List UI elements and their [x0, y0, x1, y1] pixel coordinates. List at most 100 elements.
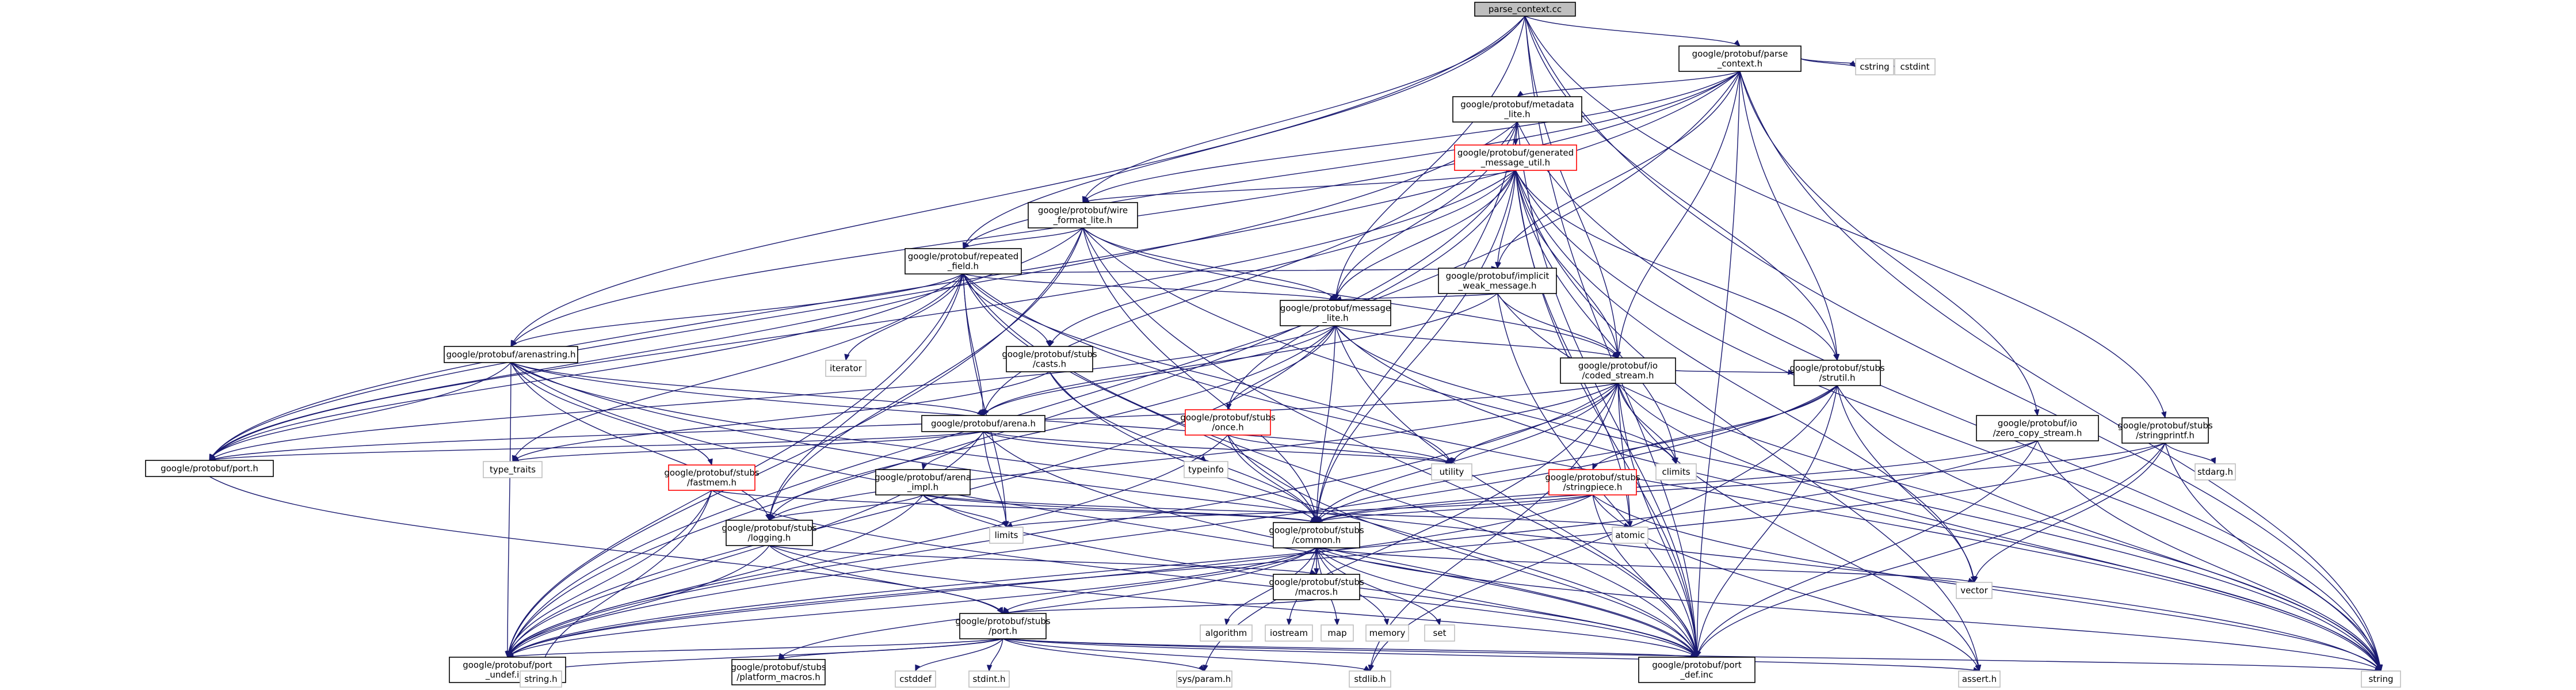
node-label: atomic — [1615, 530, 1644, 540]
node-map[interactable]: map — [1321, 624, 1354, 642]
edge-line — [1497, 71, 1741, 269]
node-common[interactable]: google/protobuf/stubs/common.h — [1269, 522, 1364, 548]
node-iostream[interactable]: iostream — [1265, 624, 1313, 642]
node-macros[interactable]: google/protobuf/stubs/macros.h — [1269, 574, 1364, 600]
edge-arenastr-to-arena — [510, 362, 984, 416]
node-arena[interactable]: google/protobuf/arena.h — [921, 415, 1045, 432]
node-atomic[interactable]: atomic — [1612, 527, 1648, 544]
node-label: /strutil.h — [1819, 373, 1856, 383]
node-label: google/protobuf/stubs — [664, 468, 760, 478]
node-box — [1976, 415, 2099, 441]
node-wf[interactable]: google/protobuf/wire_format_lite.h — [1028, 202, 1138, 228]
node-label: stdarg.h — [2197, 467, 2233, 477]
edge-sport-to-stdint — [986, 638, 1003, 672]
node-pdef[interactable]: google/protobuf/port_def.inc — [1638, 657, 1756, 683]
node-box — [1855, 58, 1894, 75]
node-rep[interactable]: google/protobuf/repeated_field.h — [905, 248, 1022, 275]
node-label: _format_lite.h — [1053, 215, 1113, 226]
node-stdlib[interactable]: stdlib.h — [1349, 670, 1391, 688]
edge-root-to-string — [1524, 16, 2383, 672]
node-port[interactable]: google/protobuf/port.h — [145, 460, 274, 477]
node-memory[interactable]: memory — [1365, 624, 1409, 642]
node-ml[interactable]: google/protobuf/message_lite.h — [1280, 300, 1391, 326]
node-iterator[interactable]: iterator — [825, 360, 867, 377]
arrowhead — [1513, 139, 1518, 146]
node-box — [483, 461, 543, 478]
edge-coded-to-utility — [1451, 383, 1619, 465]
node-stdint[interactable]: stdint.h — [968, 670, 1010, 688]
node-box — [731, 659, 826, 685]
node-arenaimpl[interactable]: google/protobuf/arena_impl.h — [875, 469, 971, 495]
node-logging[interactable]: google/protobuf/stubs/logging.h — [722, 520, 817, 546]
node-box — [959, 613, 1047, 639]
edge-line — [1316, 547, 2382, 672]
edge-line — [963, 227, 1083, 249]
node-arenastr[interactable]: google/protobuf/arenastring.h — [444, 346, 578, 363]
node-sysparam[interactable]: sys/param.h — [1176, 670, 1232, 688]
node-strutil[interactable]: google/protobuf/stubs/strutil.h — [1789, 360, 1885, 386]
node-box — [968, 670, 1010, 688]
node-assert[interactable]: assert.h — [1958, 670, 2001, 688]
edge-line — [1002, 547, 1317, 614]
edge-rep-to-arena — [963, 273, 986, 417]
edge-line — [1696, 440, 2038, 658]
edge-line — [209, 273, 964, 461]
edge-line — [510, 362, 984, 416]
edge-line — [1451, 383, 1619, 464]
node-once[interactable]: google/protobuf/stubs/once.h — [1180, 409, 1276, 436]
node-coded[interactable]: google/protobuf/io/coded_stream.h — [1560, 357, 1676, 384]
edge-ml-to-arena — [983, 325, 1336, 417]
node-utility[interactable]: utility — [1431, 463, 1472, 481]
node-strprintf[interactable]: google/protobuf/stubs/stringprintf.h — [2117, 417, 2213, 444]
node-cstring[interactable]: cstring — [1855, 58, 1894, 75]
edge-line — [963, 71, 1741, 249]
node-algorithm[interactable]: algorithm — [1200, 624, 1253, 642]
edge-line — [845, 273, 964, 361]
node-limits[interactable]: limits — [989, 527, 1024, 544]
node-gen[interactable]: google/protobuf/generated_message_util.h — [1454, 144, 1577, 171]
node-weak[interactable]: google/protobuf/implicit_weak_message.h — [1438, 268, 1557, 294]
edge-gen-to-strutil — [1515, 170, 1839, 361]
node-box — [895, 670, 936, 688]
edge-line — [1316, 443, 2166, 523]
edge-line — [1002, 638, 1205, 672]
node-string[interactable]: string — [2361, 670, 2401, 688]
arrowhead — [707, 458, 713, 466]
node-casts[interactable]: google/protobuf/stubs/casts.h — [1002, 346, 1097, 372]
edge-line — [209, 383, 1619, 461]
edge-line — [963, 273, 2382, 672]
node-fastmem[interactable]: google/protobuf/stubs/fastmem.h — [664, 464, 760, 491]
node-zcs[interactable]: google/protobuf/io/zero_copy_stream.h — [1976, 415, 2099, 441]
node-platmac[interactable]: google/protobuf/stubs/platform_macros.h — [731, 659, 826, 685]
node-stdarg[interactable]: stdarg.h — [2195, 463, 2236, 481]
edge-line — [1515, 170, 1697, 658]
edge-strprintf-to-vector — [1972, 443, 2166, 584]
node-box — [444, 346, 578, 363]
edge-line — [507, 440, 2038, 658]
edge-line — [922, 494, 1317, 523]
node-type_traits[interactable]: type_traits — [483, 461, 543, 478]
node-label: google/protobuf/wire — [1038, 205, 1128, 216]
node-label: stdint.h — [972, 674, 1005, 684]
arrowhead — [777, 654, 785, 660]
edge-line — [1049, 371, 1697, 658]
node-cstdint[interactable]: cstdint — [1894, 58, 1936, 75]
node-set[interactable]: set — [1424, 624, 1455, 642]
edge-line — [1517, 121, 1697, 658]
node-vector[interactable]: vector — [1956, 582, 1993, 599]
node-sport[interactable]: google/protobuf/stubs/port.h — [955, 613, 1051, 639]
node-pc[interactable]: google/protobuf/parse_context.h — [1678, 45, 1802, 72]
edge-line — [507, 494, 1593, 658]
node-typeinfo[interactable]: typeinfo — [1184, 461, 1228, 478]
edge-line — [1592, 494, 1980, 672]
node-cstddef[interactable]: cstddef — [895, 670, 936, 688]
arrowhead — [921, 463, 927, 471]
node-climits[interactable]: climits — [1655, 463, 1697, 481]
node-meta[interactable]: google/protobuf/metadata_lite.h — [1452, 96, 1582, 123]
node-root[interactable]: parse_context.cc — [1474, 2, 1576, 17]
node-strpiece[interactable]: google/protobuf/stubs/stringpiece.h — [1545, 469, 1640, 495]
node-label: /stringprintf.h — [2136, 430, 2195, 441]
node-box — [1612, 527, 1648, 544]
node-stringh[interactable]: string.h — [520, 670, 562, 688]
edge-line — [512, 431, 984, 462]
